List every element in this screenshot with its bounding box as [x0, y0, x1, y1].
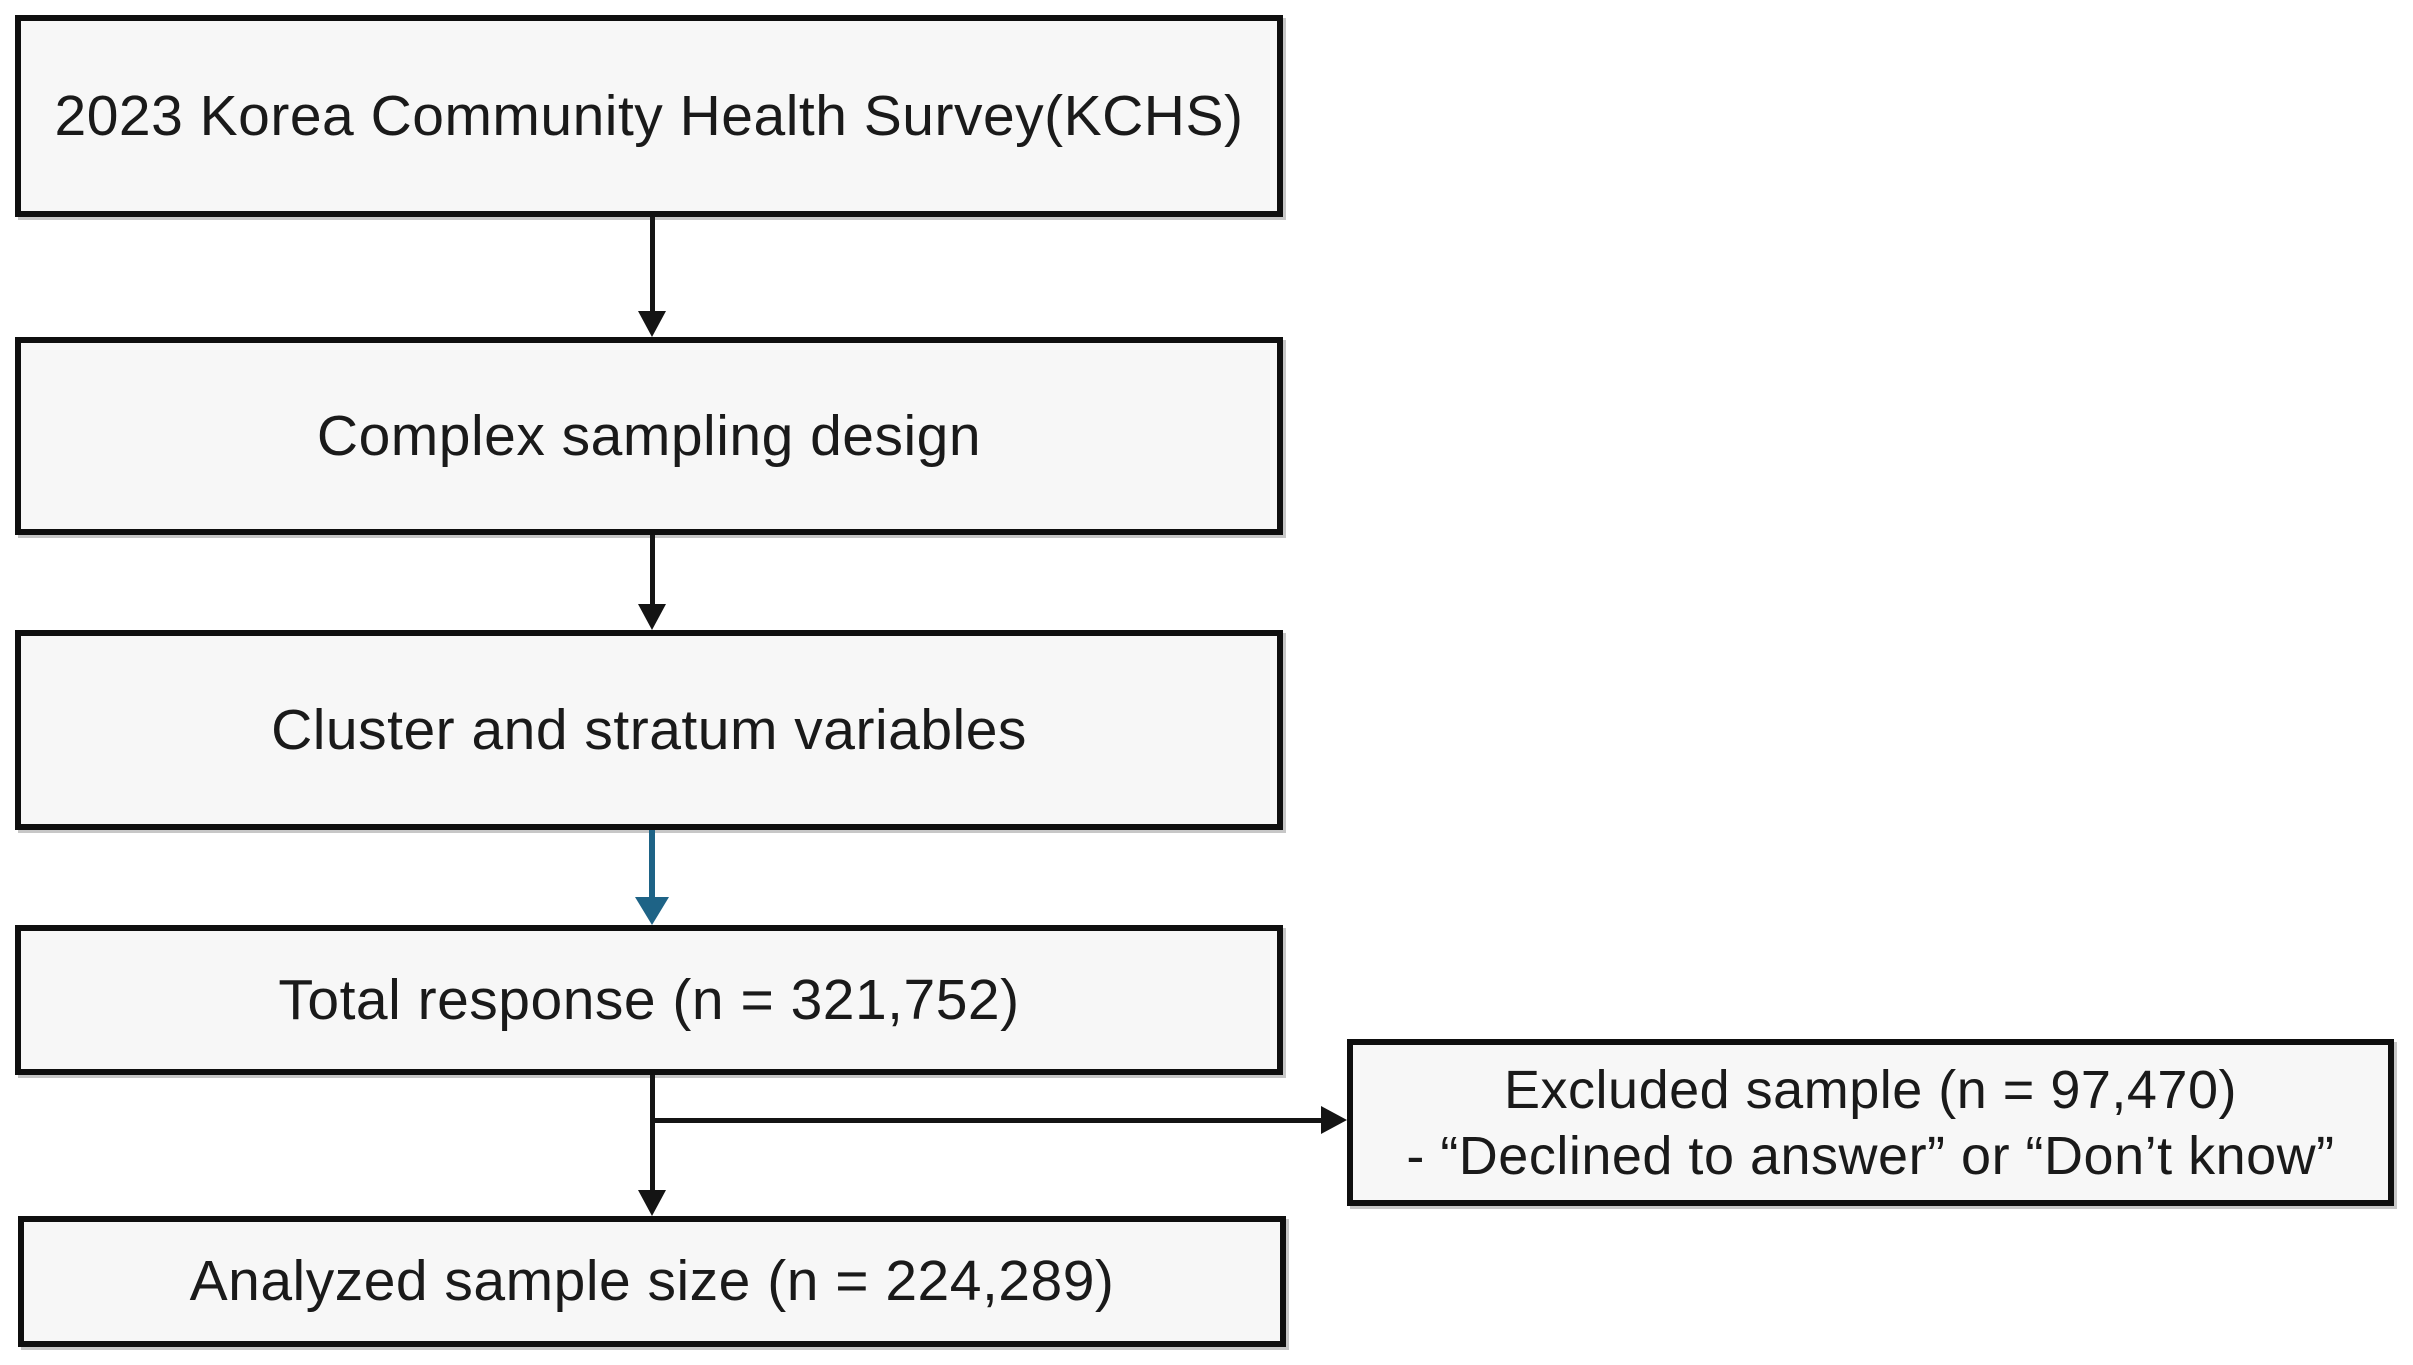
excluded-sample-reason: - “Declined to answer” or “Don’t know”	[1406, 1125, 2335, 1186]
flow-box-complex-sampling: Complex sampling design	[15, 337, 1283, 535]
arrowhead-down-blue-icon	[635, 897, 669, 925]
flow-box-total-response: Total response (n = 321,752)	[15, 925, 1283, 1075]
flow-box-label: Complex sampling design	[316, 403, 982, 468]
flow-box-label: 2023 Korea Community Health Survey(KCHS)	[54, 83, 1244, 148]
flow-box-label: Total response (n = 321,752)	[278, 967, 1020, 1032]
connector-kchs-to-sampling-line	[650, 217, 655, 312]
flow-box-label: Cluster and stratum variables	[271, 697, 1027, 762]
connector-total-to-analyzed-line	[650, 1075, 655, 1191]
arrowhead-down-icon	[638, 1190, 666, 1216]
excluded-sample-count: Excluded sample (n = 97,470)	[1504, 1059, 2237, 1120]
flow-box-label: Analyzed sample size (n = 224,289)	[189, 1249, 1115, 1314]
arrowhead-down-icon	[638, 311, 666, 337]
connector-sampling-to-cluster-line	[650, 535, 655, 605]
flow-box-kchs: 2023 Korea Community Health Survey(KCHS)	[15, 15, 1283, 217]
arrowhead-down-icon	[638, 604, 666, 630]
arrowhead-right-icon	[1321, 1106, 1347, 1134]
flow-box-excluded-sample: Excluded sample (n = 97,470) - “Declined…	[1347, 1039, 2394, 1206]
flow-box-cluster-stratum: Cluster and stratum variables	[15, 630, 1283, 830]
flow-box-analyzed-sample: Analyzed sample size (n = 224,289)	[18, 1216, 1286, 1347]
connector-total-to-excluded-line	[650, 1118, 1322, 1123]
connector-cluster-to-total-line-blue	[649, 830, 655, 898]
